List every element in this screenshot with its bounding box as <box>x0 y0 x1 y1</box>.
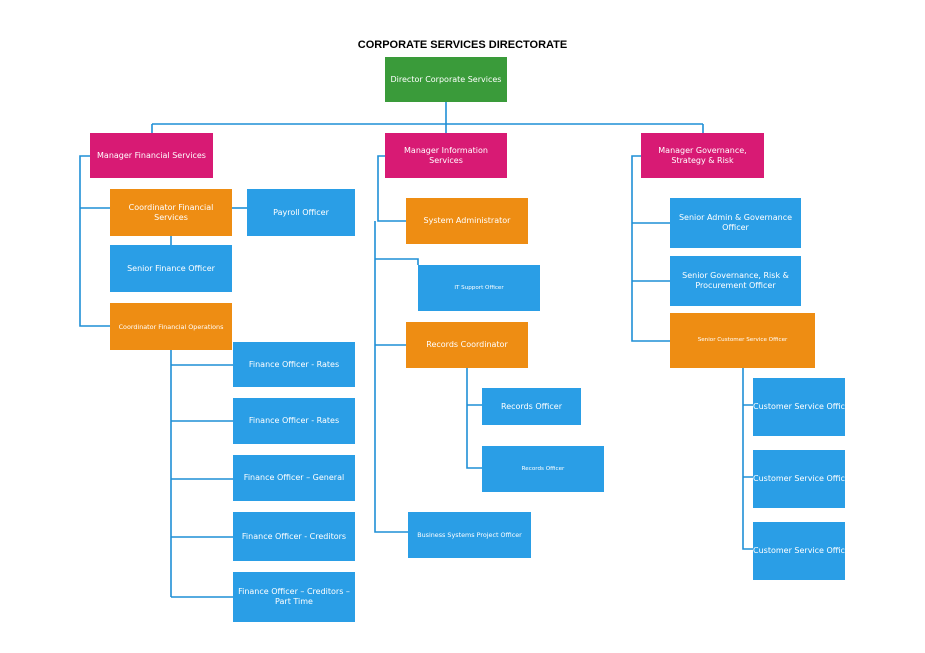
records-coordinator-box: Records Coordinator <box>406 322 528 368</box>
customer-service-officer-label: Customer Service Officer <box>753 546 854 555</box>
business-systems-label: Business Systems Project Officer <box>417 531 522 539</box>
customer-service-officer-box: Customer Service Officer <box>753 378 853 436</box>
finance-officer-box: Finance Officer - Rates <box>233 398 355 444</box>
coordinator-fo-label: Coordinator Financial Operations <box>118 322 224 331</box>
it-support-label: IT Support Officer <box>454 284 504 291</box>
connector-info-spine <box>374 221 419 533</box>
manager-governance-box: Manager Governance, Strategy & Risk <box>641 133 764 178</box>
chart-title: CORPORATE SERVICES DIRECTORATE <box>357 39 568 51</box>
connector-governance-spine <box>631 155 670 342</box>
senior-admin-governance-officer-box: Senior Admin & Governance Officer <box>670 198 801 248</box>
senior-admin-label: Senior Admin & Governance Officer <box>678 213 793 232</box>
payroll-officer-label: Payroll Officer <box>273 207 329 217</box>
it-support-officer-box: IT Support Officer <box>418 265 540 311</box>
records-officer-box: Records Officer <box>482 446 604 492</box>
finance-officer-box: Finance Officer - Creditors <box>233 512 355 561</box>
finance-officer-box: Finance Officer - Rates <box>233 342 355 387</box>
director-corporate-services-box: Director Corporate Services <box>385 57 507 102</box>
finance-officer-label: Finance Officer - Rates <box>248 359 340 369</box>
finance-officer-label: Finance Officer - Rates <box>248 416 340 425</box>
finance-officer-label: Finance Officer – Creditors – Part Time <box>238 587 350 606</box>
records-officer-label: Records Officer <box>501 401 562 411</box>
senior-customer-service-officer-box: Senior Customer Service Officer <box>670 313 815 368</box>
records-officer-label: Records Officer <box>521 465 565 472</box>
director-label: Director Corporate Services <box>390 74 502 84</box>
senior-cso-label: Senior Customer Service Officer <box>697 337 788 343</box>
connector-director-managers <box>151 102 704 133</box>
coordinator-financial-operations-box: Coordinator Financial Operations <box>110 303 232 350</box>
business-systems-project-officer-box: Business Systems Project Officer <box>408 512 531 558</box>
senior-governance-label: Senior Governance, Risk & Procurement Of… <box>682 271 789 290</box>
senior-finance-officer-box: Senior Finance Officer <box>110 245 232 292</box>
connector-customer-service <box>742 368 753 550</box>
finance-officer-box: Finance Officer – General <box>233 455 355 501</box>
records-coordinator-label: Records Coordinator <box>426 340 508 349</box>
connector-records <box>466 368 482 469</box>
manager-governance-label: Manager Governance, Strategy & Risk <box>658 145 747 165</box>
senior-governance-risk-procurement-box: Senior Governance, Risk & Procurement Of… <box>670 256 801 306</box>
coordinator-financial-services-box: Coordinator Financial Services <box>110 189 232 236</box>
senior-finance-label: Senior Finance Officer <box>127 263 215 273</box>
finance-officer-label: Finance Officer – General <box>243 473 345 482</box>
finance-officer-box: Finance Officer – Creditors – Part Time <box>233 572 355 622</box>
manager-financial-label: Manager Financial Services <box>97 150 206 160</box>
manager-information-label: Manager Information Services <box>404 145 488 165</box>
system-administrator-label: System Administrator <box>423 216 511 225</box>
customer-service-officer-box: Customer Service Officer <box>753 522 853 580</box>
records-officer-box: Records Officer <box>482 388 581 425</box>
connector-info-top <box>377 155 406 222</box>
customer-service-officer-box: Customer Service Officer <box>753 450 853 508</box>
finance-officer-label: Finance Officer - Creditors <box>241 531 347 541</box>
payroll-officer-box: Payroll Officer <box>247 189 355 236</box>
system-administrator-box: System Administrator <box>406 198 528 244</box>
manager-information-services-box: Manager Information Services <box>385 133 507 178</box>
manager-financial-services-box: Manager Financial Services <box>90 133 213 178</box>
customer-service-officer-label: Customer Service Officer <box>753 402 854 411</box>
coordinator-fs-label: Coordinator Financial Services <box>128 202 214 222</box>
customer-service-officer-label: Customer Service Officer <box>753 474 854 483</box>
connector-finance-ops <box>170 350 233 598</box>
connector-financial-spine <box>79 155 110 327</box>
